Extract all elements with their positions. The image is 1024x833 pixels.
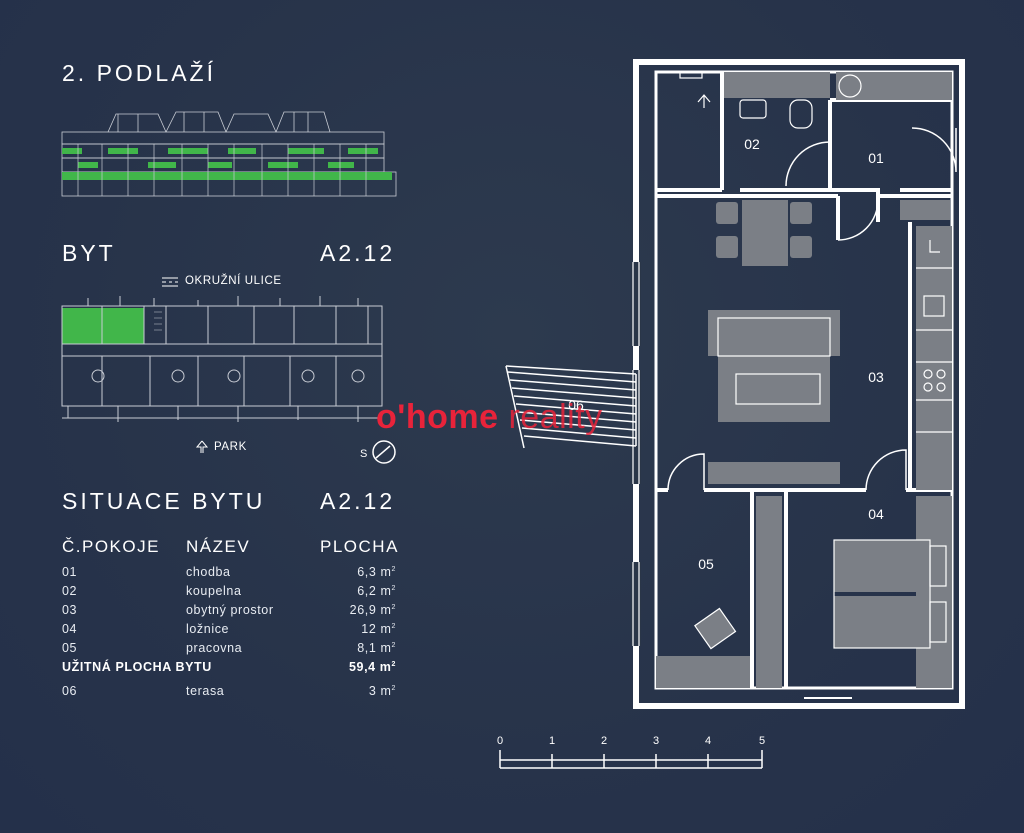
room-label-01: 01	[868, 150, 884, 166]
room-label-04: 04	[868, 506, 884, 522]
room-number: 01	[62, 565, 78, 579]
scale-bar: 0 1 2 3 4 5	[497, 735, 765, 769]
unit-label: BYT	[62, 240, 116, 266]
scale-tick-label: 4	[705, 735, 711, 747]
scale-tick-label: 1	[549, 735, 555, 747]
scale-tick-label: 0	[497, 735, 503, 747]
room-area: 12 m2	[361, 622, 396, 636]
building-elevation	[61, 111, 397, 197]
room-name: chodba	[186, 565, 231, 579]
watermark-logo: o'home reality	[376, 398, 603, 437]
scale-tick-label: 3	[653, 735, 659, 747]
situation-code: A2.12	[320, 488, 396, 514]
room-label-06: 06	[568, 397, 584, 413]
tree-icon	[195, 440, 209, 453]
road-icon	[162, 277, 178, 287]
col-header-area: PLOCHA	[320, 537, 399, 556]
room-name: obytný prostor	[186, 603, 274, 617]
room-area: 3 m2	[368, 684, 396, 698]
unit-floor-plan: 02 01 03 04 05 06	[505, 59, 965, 709]
park-label: PARK	[214, 441, 247, 453]
col-header-room-no: Č.POKOJE	[62, 537, 160, 556]
room-name: terasa	[186, 684, 225, 698]
room-number: 04	[62, 622, 78, 636]
compass-label: S	[360, 448, 368, 460]
unit-code: A2.12	[320, 240, 396, 266]
watermark-brand-suffix: reality	[498, 398, 603, 436]
room-area: 6,2 m2	[357, 584, 396, 598]
room-label-03: 03	[868, 369, 884, 385]
room-number: 03	[62, 603, 78, 617]
room-area: 8,1 m2	[357, 641, 396, 655]
room-name: ložnice	[186, 622, 230, 636]
street-label: OKRUŽNÍ ULICE	[185, 275, 282, 287]
room-name: koupelna	[186, 584, 242, 598]
usable-area-label: UŽITNÁ PLOCHA BYTU	[62, 660, 212, 674]
usable-area-value: 59,4 m2	[348, 660, 396, 674]
room-number: 06	[62, 684, 78, 698]
watermark-brand: o'home	[376, 398, 499, 436]
scale-tick-label: 2	[601, 735, 607, 747]
room-number: 05	[62, 641, 78, 655]
situation-title: SITUACE BYTU	[62, 488, 266, 514]
room-area: 26,9 m2	[349, 603, 396, 617]
room-number: 02	[62, 584, 78, 598]
building-plan-overview	[61, 296, 383, 422]
scale-tick-label: 5	[759, 735, 765, 747]
room-label-02: 02	[744, 136, 760, 152]
compass-icon	[372, 440, 396, 464]
col-header-name: NÁZEV	[186, 537, 251, 556]
room-name: pracovna	[186, 641, 243, 655]
floor-title: 2. PODLAŽÍ	[62, 60, 216, 86]
room-label-05: 05	[698, 556, 714, 572]
room-area: 6,3 m2	[357, 565, 396, 579]
